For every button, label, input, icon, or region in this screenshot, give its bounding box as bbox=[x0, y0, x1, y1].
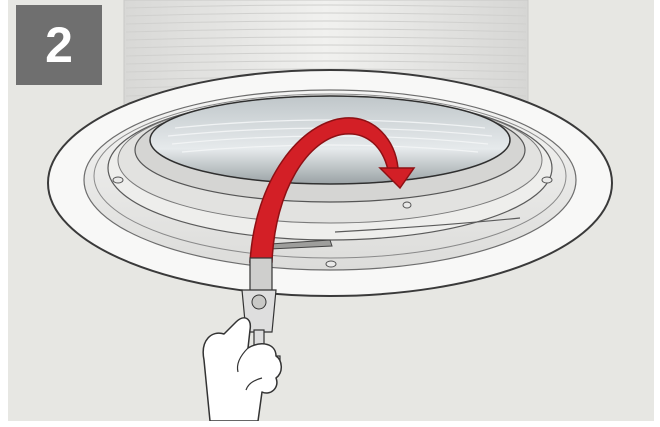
fixture-illustration bbox=[8, 0, 654, 421]
hand-icon bbox=[203, 318, 281, 421]
lens-glass bbox=[150, 96, 510, 184]
step-number-badge: 2 bbox=[16, 5, 102, 85]
illustration-frame: 2 bbox=[8, 0, 654, 421]
